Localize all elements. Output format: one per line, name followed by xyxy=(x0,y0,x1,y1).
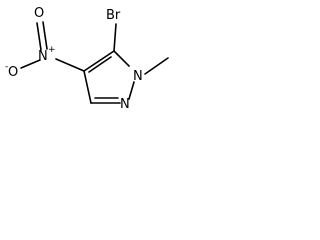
bond-n1-c5 xyxy=(113,50,130,67)
bromine-label: Br xyxy=(106,8,121,23)
bond-nitro-n-o-left xyxy=(20,59,41,69)
bond-c4-c3 xyxy=(83,70,92,104)
ring-nitrogen-1-label: N xyxy=(133,69,143,84)
nitro-oxygen-left-label: O xyxy=(8,65,18,80)
bond-nitro-n-o-top-1 xyxy=(42,21,48,50)
nitro-oxygen-top-label: O xyxy=(34,6,44,21)
nitro-oxygen-left-charge: - xyxy=(5,62,8,72)
molecule-structure: Br N + O O - N N xyxy=(0,0,188,126)
bond-nitro-n-o-top-2 xyxy=(36,22,42,51)
bond-c5-br xyxy=(113,23,117,52)
ring-nitrogen-2-label: N xyxy=(120,97,130,112)
nitro-nitrogen-charge: + xyxy=(48,45,56,55)
double-bond-c5-c4-inner xyxy=(88,56,112,73)
bond-n2-n1 xyxy=(128,81,135,100)
bond-c4-nitro-n xyxy=(55,58,85,72)
nitro-nitrogen-label: N xyxy=(38,49,48,64)
bond-n1-methyl xyxy=(144,57,169,75)
bond-c5-c4 xyxy=(83,50,115,72)
